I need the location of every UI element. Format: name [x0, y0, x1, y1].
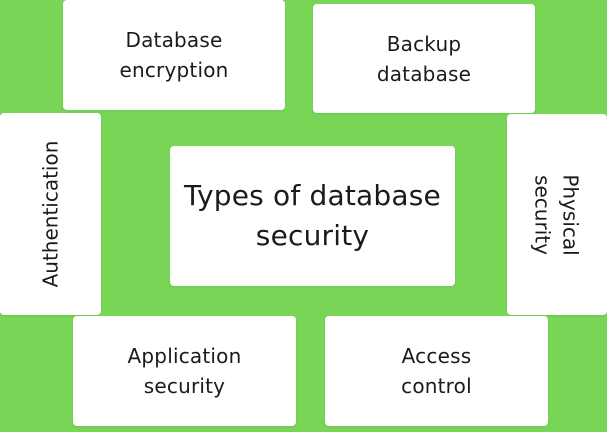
node-label-line: Access [401, 344, 472, 368]
node-label-line: encryption [119, 58, 229, 82]
node-database-encryption: Database encryption [63, 0, 285, 110]
node-backup-database: Backup database [313, 4, 535, 113]
node-label-line: Database [125, 28, 223, 52]
node-label-line: Backup [386, 31, 462, 56]
node-label: Access control [401, 341, 472, 401]
center-title-line: Types of database [184, 179, 441, 212]
center-title: Types of database security [184, 176, 441, 256]
center-title-line: security [255, 219, 370, 252]
node-label-line: database [376, 61, 472, 86]
node-label: Authentication [38, 140, 63, 288]
node-label-line: security [530, 174, 555, 255]
node-authentication: Authentication [0, 113, 101, 315]
node-label-line: security [143, 374, 226, 398]
node-label-line: control [401, 374, 472, 398]
node-label: Physical security [529, 174, 585, 255]
node-label: Backup database [377, 29, 471, 89]
node-application-security: Application security [73, 316, 296, 426]
node-label-line: Application [127, 344, 242, 368]
node-label: Database encryption [119, 25, 228, 85]
node-center-title: Types of database security [170, 146, 455, 286]
node-label-line: Physical [558, 173, 583, 256]
node-label: Application security [128, 341, 242, 401]
node-physical-security: Physical security [507, 114, 607, 315]
node-access-control: Access control [325, 316, 548, 426]
